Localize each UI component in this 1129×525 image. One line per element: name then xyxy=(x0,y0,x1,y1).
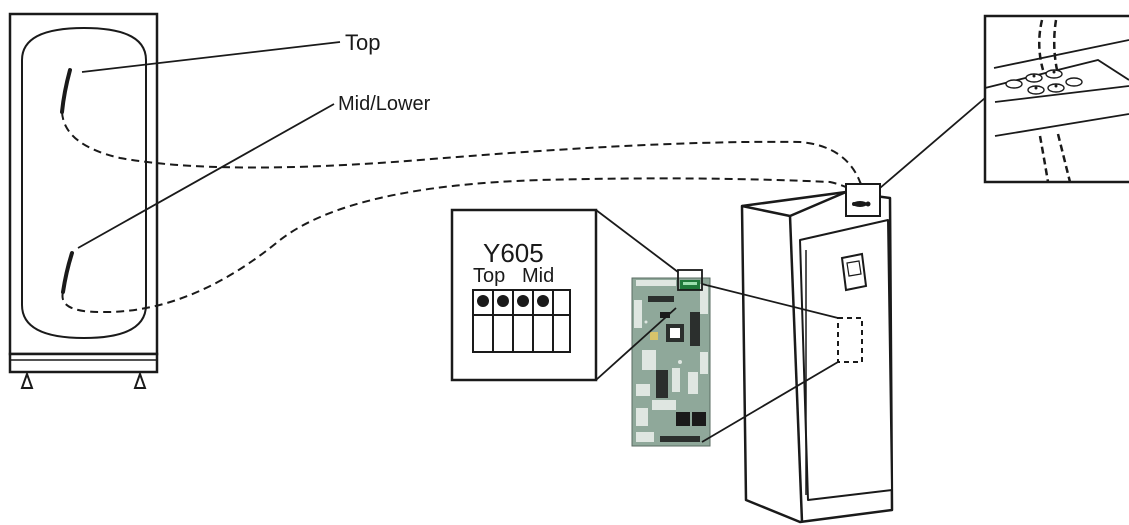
mid-leader-line xyxy=(77,103,335,249)
top-leader-line xyxy=(81,41,341,73)
connector-highlight xyxy=(677,269,703,291)
tank-feet xyxy=(20,371,147,389)
board-location-outline xyxy=(837,317,863,363)
inset-to-board-line xyxy=(595,307,677,381)
storage-tank xyxy=(8,12,159,374)
board-code-label: Y605 xyxy=(483,238,544,268)
terminal-pins xyxy=(477,295,549,307)
mid-lower-sensor-label: Mid/Lower xyxy=(338,93,431,115)
gland-detail-inset xyxy=(983,14,1129,184)
inset-to-connector-line xyxy=(595,209,679,273)
terminal-top-label: Top xyxy=(473,265,505,287)
circuit-board xyxy=(631,277,711,447)
mid-sensor-pocket xyxy=(61,251,74,294)
terminal-block-inset xyxy=(450,208,598,382)
unit-display-screen xyxy=(846,260,862,277)
top-sensor-label: Top xyxy=(345,30,380,55)
cable-entry-gland xyxy=(852,201,871,207)
board-to-unit-line-bottom xyxy=(701,361,839,443)
inset-leader-line xyxy=(879,97,986,189)
heat-pump-unit xyxy=(740,190,894,524)
top-sensor-pocket xyxy=(60,68,72,114)
cable-entry-box xyxy=(845,183,881,217)
board-to-unit-line-top xyxy=(701,283,839,319)
terminal-mid-label: Mid xyxy=(522,265,554,287)
